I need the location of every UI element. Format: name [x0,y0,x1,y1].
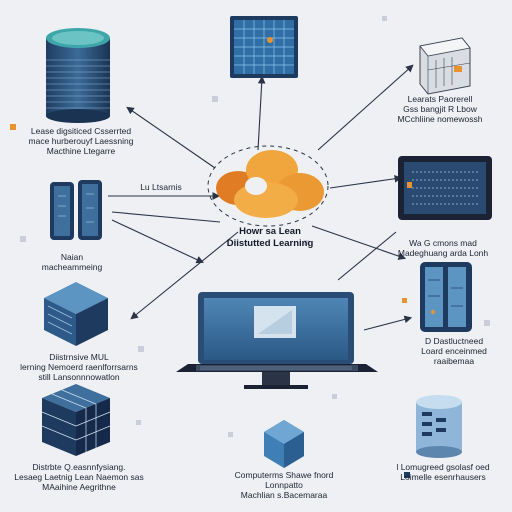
dual-panel-icon [50,180,102,240]
monitor-icon [398,156,492,220]
label-footer-left: Distrbte Q.easnnfysiang. Lesaeg Laetnig … [14,462,144,492]
arrow-to-laptop-left [111,219,204,264]
tall-device-icon [420,262,472,332]
label-footer-right: l Lomugreed gsolasf oed Loimelle esenrha… [396,462,490,482]
arrow-right-lower [337,231,397,281]
label-bottom-left: Diistrnsive MUL lerning Nemoerd raenlfor… [20,352,138,382]
wireframe-cube-icon [41,384,111,456]
laptop-icon [176,292,378,389]
arrow-to-right-device [311,225,407,260]
label-mid-right: Wa G cmons mad Madeghuang arda Lonh [397,238,489,258]
label-top-right: Learats Paorerell Gss bangjit R Lbow MCc… [397,94,483,124]
server-box-icon [419,37,471,95]
arrow-to-top-left [126,106,216,169]
label-mid-left-small: Lu Ltsarnis [140,182,182,192]
label-bottom-right-upper: D Dastluctneed Loard enceinmed raaibemaa [421,336,487,366]
connector-arrows [108,64,414,331]
arrow-laptop-to-right [363,315,413,331]
arrow-to-left-mid [111,211,221,223]
label-top-left: Lease digsiticed Csserrted mace hurberou… [28,126,134,156]
cloud-icon [216,150,324,218]
label-footer-center: Computerms Shawe fnord Lonnpatto Machlia… [234,470,334,500]
center-title: Howr sa Lean Diistutted Learning [226,226,314,249]
arrow-to-top-center [257,75,266,151]
hexagon-icon [264,420,304,468]
label-mid-left: Naian macheammeing [41,252,103,272]
cloud-dashed-ring [207,145,329,227]
arrow-to-bottom-left-cube [130,231,239,320]
database-cylinder-icon [46,28,110,123]
stacked-cube-icon [44,282,108,346]
arrow-to-right-monitor [329,174,403,189]
storage-cylinder-icon [416,395,462,458]
grid-screen-icon [230,16,298,78]
decorative-dots [10,16,490,478]
arrow-to-top-right [317,64,414,151]
